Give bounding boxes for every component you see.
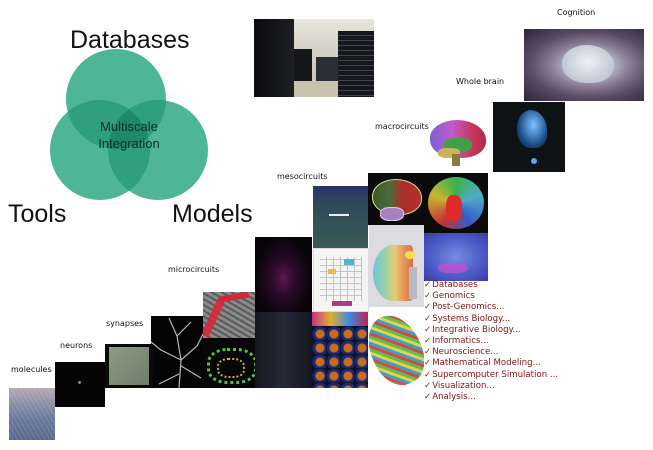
- label-microcircuits: microcircuits: [168, 265, 220, 274]
- macrocircuits-brain-image: [430, 118, 488, 168]
- checklist-item-label: Systems Biology...: [432, 313, 511, 324]
- label-whole-brain: Whole brain: [456, 77, 505, 86]
- cognition-brain-image: [524, 29, 644, 101]
- checkmark-icon: ✓: [424, 324, 432, 335]
- checklist-item: ✓Analysis...: [424, 392, 558, 403]
- checklist-item: ✓Supercomputer Simulation ...: [424, 370, 558, 381]
- molecular-surface-image: [9, 388, 55, 440]
- supercomputer-image: [254, 19, 374, 97]
- checklist-item: ✓Integrative Biology...: [424, 325, 558, 336]
- venn-label-models: Models: [172, 200, 253, 228]
- venn-center-line1: Multiscale: [100, 119, 158, 134]
- checkmark-icon: ✓: [424, 380, 432, 391]
- checklist-item-label: Mathematical Modeling...: [432, 358, 541, 369]
- venn-label-tools: Tools: [8, 200, 67, 228]
- venn-diagram: [50, 49, 208, 200]
- checkmark-icon: ✓: [424, 302, 432, 313]
- venn-center-label: Multiscale Integration: [74, 118, 184, 152]
- checkmark-icon: ✓: [424, 313, 432, 324]
- circuit-diagram-image: [313, 248, 369, 312]
- venn-label-databases: Databases: [70, 26, 190, 54]
- checkmark-icon: ✓: [424, 369, 432, 380]
- checklist-item: ✓Mathematical Modeling...: [424, 358, 558, 369]
- label-synapses: synapses: [106, 319, 144, 328]
- checklist-item-label: Supercomputer Simulation ...: [432, 369, 559, 380]
- stained-section-image: [424, 233, 488, 281]
- label-molecules: molecules: [11, 365, 52, 374]
- cortical-column-image: [369, 225, 424, 307]
- checklist-item: ✓Informatics...: [424, 336, 558, 347]
- tractography-image: [424, 173, 488, 233]
- cortical-pattern-image: [369, 310, 424, 388]
- checklist-item: ✓Systems Biology...: [424, 314, 558, 325]
- checkmark-icon: ✓: [424, 291, 432, 302]
- purple-glow-image: [255, 237, 312, 312]
- red-dendrite-image: [203, 292, 255, 338]
- checklist-item: ✓Databases: [424, 280, 558, 291]
- hexagonal-array-image: [312, 312, 368, 388]
- checkmark-icon: ✓: [424, 358, 432, 369]
- checklist-item-label: Databases: [432, 280, 478, 290]
- dark-volume-image: [255, 312, 312, 388]
- checklist-item: ✓Genomics: [424, 291, 558, 302]
- label-mesocircuits: mesocircuits: [277, 172, 328, 181]
- mesocircuit-render-image: [313, 186, 368, 248]
- checklist-item: ✓Neuroscience...: [424, 347, 558, 358]
- venn-center-line2: Integration: [98, 136, 160, 151]
- checklist-item-label: Visualization...: [432, 380, 495, 391]
- checkmark-icon: ✓: [424, 336, 432, 347]
- method-checklist: ✓Databases✓Genomics✓Post-Genomics...✓Sys…: [424, 280, 558, 403]
- dendrite-tree-drawing: [151, 317, 203, 388]
- synapse-micrograph-image: [105, 344, 153, 388]
- synapse-network-image: [203, 338, 255, 388]
- checklist-item: ✓Visualization...: [424, 381, 558, 392]
- checklist-item-label: Genomics: [432, 291, 475, 302]
- checklist-item-label: Informatics...: [432, 336, 489, 347]
- brain-regions-image: [368, 173, 424, 225]
- checkmark-icon: ✓: [424, 280, 432, 290]
- checklist-item-label: Analysis...: [432, 392, 476, 403]
- checkmark-icon: ✓: [424, 392, 432, 403]
- label-cognition: Cognition: [557, 8, 596, 17]
- checklist-item-label: Neuroscience...: [432, 347, 499, 358]
- checklist-item-label: Integrative Biology...: [432, 324, 521, 335]
- label-neurons: neurons: [60, 341, 93, 350]
- checklist-item: ✓Post-Genomics...: [424, 302, 558, 313]
- single-neuron-image: [55, 362, 105, 407]
- whole-brain-image: [493, 102, 565, 172]
- neuron-dendrite-image: [151, 316, 203, 388]
- venn-overlap-center: [108, 100, 150, 149]
- checklist-item-label: Post-Genomics...: [432, 302, 505, 313]
- checkmark-icon: ✓: [424, 347, 432, 358]
- label-macrocircuits: macrocircuits: [375, 122, 429, 131]
